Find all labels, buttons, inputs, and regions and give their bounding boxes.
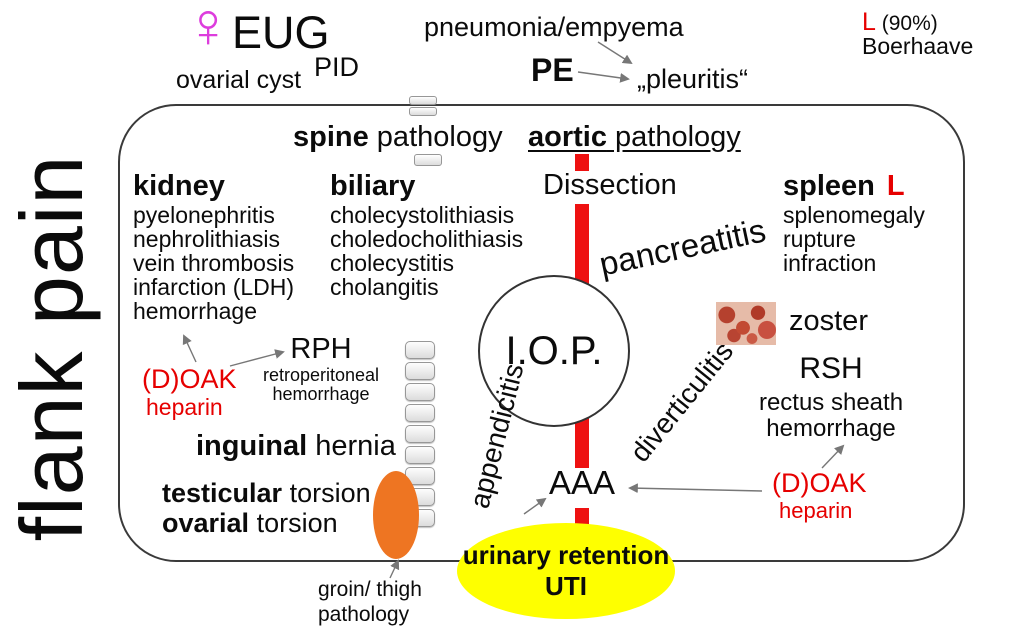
- vertebra-icon: [409, 96, 437, 105]
- urinary-retention-label: urinary retention: [462, 540, 670, 570]
- pneumonia-empyema-label: pneumonia/empyema: [424, 12, 684, 42]
- page-title: flank pain: [2, 154, 101, 542]
- vertebra-icon-mid: [414, 154, 442, 168]
- list-item: infraction: [783, 250, 877, 276]
- vertebra-icon-top: [409, 96, 437, 118]
- vertebra-icon: [405, 425, 435, 443]
- rsh-group: RSH rectus sheath hemorrhage: [752, 352, 910, 442]
- boerhaave-label: Boerhaave: [862, 33, 974, 59]
- list-item: hemorrhage: [133, 298, 258, 324]
- testicular-word: testicular: [162, 478, 283, 508]
- vertebra-icon: [405, 383, 435, 401]
- rph-expansion-1: retroperitoneal: [262, 365, 380, 385]
- pe-label: PE: [531, 52, 574, 88]
- list-item: cholecystolithiasis: [330, 202, 515, 228]
- spleen-list: splenomegaly rupture infraction: [783, 203, 925, 275]
- list-item: cholecystitis: [330, 250, 454, 276]
- zoster-rash-image: [716, 302, 776, 345]
- testicular-torsion-label: testicular torsion: [162, 478, 371, 509]
- rph-expansion-2: hemorrhage: [272, 384, 370, 404]
- spleen-word: spleen: [783, 170, 875, 202]
- vertebra-icon: [405, 446, 435, 464]
- spine-pathology-word: pathology: [368, 121, 503, 153]
- list-item: splenomegaly: [783, 202, 925, 228]
- l-letter: L: [886, 170, 905, 202]
- vertebra-icon: [414, 154, 442, 166]
- groin-thigh-group: groin/ thigh pathology: [318, 577, 422, 627]
- kidney-list: pyelonephritis nephrolithiasis vein thro…: [133, 203, 294, 323]
- list-item: choledocholithiasis: [330, 226, 524, 252]
- spine-word: spine: [293, 121, 369, 153]
- list-item: cholangitis: [330, 274, 439, 300]
- groin-thigh-label: groin/ thigh: [318, 578, 422, 601]
- biliary-title: biliary: [330, 170, 416, 202]
- arrow-groin-label-to-marker: [389, 559, 400, 579]
- heparin-left-label: heparin: [146, 394, 223, 420]
- kidney-title: kidney: [133, 170, 225, 202]
- list-item: pyelonephritis: [133, 202, 275, 228]
- torsion-word: torsion: [282, 478, 371, 508]
- rph-abbr: RPH: [290, 333, 352, 365]
- heparin-right-label: heparin: [779, 498, 853, 523]
- groin-region-marker: [373, 471, 419, 559]
- list-item: rupture: [783, 226, 856, 252]
- aaa-label: AAA: [549, 464, 616, 501]
- pid-label: PID: [314, 52, 360, 82]
- inguinal-word: inguinal: [196, 430, 308, 462]
- pathology-label: pathology: [318, 603, 410, 626]
- rsh-expansion-2: hemorrhage: [766, 415, 896, 442]
- vertebra-icon: [405, 362, 435, 380]
- doak-left-label: (D)OAK: [142, 364, 237, 394]
- l-letter: L: [862, 8, 876, 36]
- list-item: vein thrombosis: [133, 250, 295, 276]
- iop-circle: I.O.P.: [478, 275, 630, 427]
- list-item: infarction (LDH): [133, 274, 295, 300]
- torsion-word: torsion: [249, 508, 338, 538]
- spleen-title: spleen L: [783, 170, 905, 203]
- ovarial-word: ovarial: [162, 508, 250, 538]
- percentage-label: (90%): [875, 12, 938, 35]
- biliary-list: cholecystolithiasis choledocholithiasis …: [330, 203, 523, 299]
- ovarial-torsion-label: ovarial torsion: [162, 508, 338, 539]
- female-icon: ♀: [184, 0, 232, 61]
- boerhaave-mortality: L (90%): [862, 8, 938, 37]
- arrow-pneumonia-to-pleuritis: [597, 41, 633, 65]
- doak-right-label: (D)OAK: [772, 468, 867, 498]
- uti-label: UTI: [545, 571, 587, 601]
- pleuritis-label: „pleuritis“: [637, 64, 749, 94]
- ovarial-cyst-label: ovarial cyst: [176, 66, 302, 94]
- vertebra-icon: [409, 107, 437, 116]
- rsh-abbr: RSH: [799, 352, 863, 385]
- spine-pathology-header: spine pathology: [293, 121, 503, 154]
- aortic-pathology-header: aortic pathology: [528, 121, 741, 154]
- vertebra-icon: [405, 404, 435, 422]
- iop-label: I.O.P.: [505, 328, 603, 373]
- hernia-word: hernia: [307, 430, 396, 462]
- dissection-label: Dissection: [543, 169, 677, 201]
- aorta-bar-segment: [575, 154, 589, 171]
- aortic-pathology-word: pathology: [606, 121, 741, 153]
- vertebra-icon: [405, 341, 435, 359]
- eug-label: EUG: [232, 7, 330, 58]
- rph-group: RPH retroperitoneal hemorrhage: [252, 333, 390, 404]
- urinary-group: urinary retention UTI: [457, 523, 675, 619]
- aortic-word: aortic: [528, 121, 607, 153]
- list-item: nephrolithiasis: [133, 226, 281, 252]
- arrow-pe-to-pleuritis: [577, 71, 630, 83]
- rsh-expansion-1: rectus sheath: [758, 389, 904, 416]
- inguinal-hernia-label: inguinal hernia: [196, 430, 396, 463]
- zoster-label: zoster: [789, 305, 868, 337]
